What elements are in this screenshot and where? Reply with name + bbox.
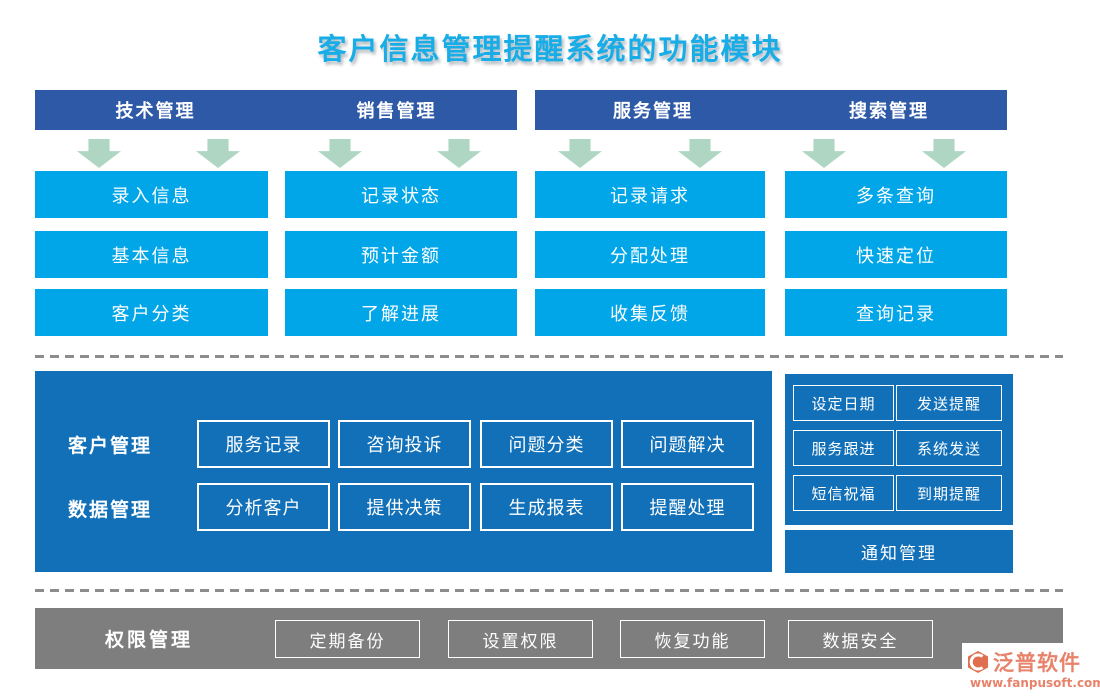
notice-management-box: 通知管理 <box>785 530 1013 573</box>
box-issue-classify: 问题分类 <box>480 420 613 468</box>
header-tech-management: 技术管理 <box>115 101 196 122</box>
box-restore-function: 恢复功能 <box>620 620 765 658</box>
dashed-divider <box>35 589 1063 592</box>
label-permission-management: 权限管理 <box>105 629 194 651</box>
cell-due-reminder: 到期提醒 <box>896 475 1002 511</box>
tile-basic-info: 基本信息 <box>35 231 268 278</box>
label-customer-management: 客户管理 <box>68 435 153 457</box>
label-data-management: 数据管理 <box>68 499 153 521</box>
cell-service-followup: 服务跟进 <box>793 430 894 466</box>
down-arrow-icon <box>437 139 481 168</box>
down-arrow-icon <box>678 139 722 168</box>
dashed-divider <box>35 355 1063 358</box>
vendor-name: 泛普软件 <box>993 651 1081 675</box>
down-arrow-icon <box>922 139 966 168</box>
box-periodic-backup: 定期备份 <box>275 620 420 658</box>
tile-expected-amount: 预计金额 <box>285 231 517 278</box>
tile-query-record: 查询记录 <box>785 289 1007 336</box>
tile-quick-locate: 快速定位 <box>785 231 1007 278</box>
box-set-permission: 设置权限 <box>448 620 593 658</box>
box-service-record: 服务记录 <box>197 420 330 468</box>
tile-input-info: 录入信息 <box>35 171 268 218</box>
box-reminder-handle: 提醒处理 <box>621 483 754 531</box>
cell-sms-blessing: 短信祝福 <box>793 475 894 511</box>
box-data-security: 数据安全 <box>788 620 933 658</box>
header-bar-right: 服务管理 搜索管理 <box>535 90 1007 130</box>
box-consult-complaint: 咨询投诉 <box>338 420 471 468</box>
down-arrow-icon <box>318 139 362 168</box>
header-search-management: 搜索管理 <box>849 101 929 122</box>
down-arrow-icon <box>77 139 121 168</box>
page-title: 客户信息管理提醒系统的功能模块 <box>317 32 783 66</box>
tile-assign-handle: 分配处理 <box>535 231 765 278</box>
box-issue-resolve: 问题解决 <box>621 420 754 468</box>
tile-collect-feedback: 收集反馈 <box>535 289 765 336</box>
tile-know-progress: 了解进展 <box>285 289 517 336</box>
box-provide-decision: 提供决策 <box>338 483 471 531</box>
down-arrow-icon <box>558 139 602 168</box>
reminder-panel: 设定日期 发送提醒 服务跟进 系统发送 短信祝福 到期提醒 <box>785 374 1013 525</box>
down-arrow-icon <box>196 139 240 168</box>
vendor-logo: 泛普软件 www.fanpusoft.com <box>962 643 1100 700</box>
cell-send-reminder: 发送提醒 <box>896 385 1002 421</box>
permission-bar: 权限管理 定期备份 设置权限 恢复功能 数据安全 <box>35 608 1063 669</box>
cell-set-date: 设定日期 <box>793 385 894 421</box>
header-bar-left: 技术管理 销售管理 <box>35 90 517 130</box>
fanpu-logo-icon <box>966 650 990 674</box>
tile-record-request: 记录请求 <box>535 171 765 218</box>
cell-system-send: 系统发送 <box>896 430 1002 466</box>
management-panel: 客户管理 数据管理 服务记录 咨询投诉 问题分类 问题解决 分析客户 提供决策 … <box>35 371 772 572</box>
box-generate-report: 生成报表 <box>480 483 613 531</box>
vendor-url: www.fanpusoft.com <box>970 676 1100 690</box>
down-arrow-icon <box>802 139 846 168</box>
box-analyze-customer: 分析客户 <box>197 483 330 531</box>
header-service-management: 服务管理 <box>613 101 693 122</box>
tile-record-status: 记录状态 <box>285 171 517 218</box>
tile-customer-class: 客户分类 <box>35 289 268 336</box>
header-sales-management: 销售管理 <box>356 101 437 122</box>
tile-multi-query: 多条查询 <box>785 171 1007 218</box>
